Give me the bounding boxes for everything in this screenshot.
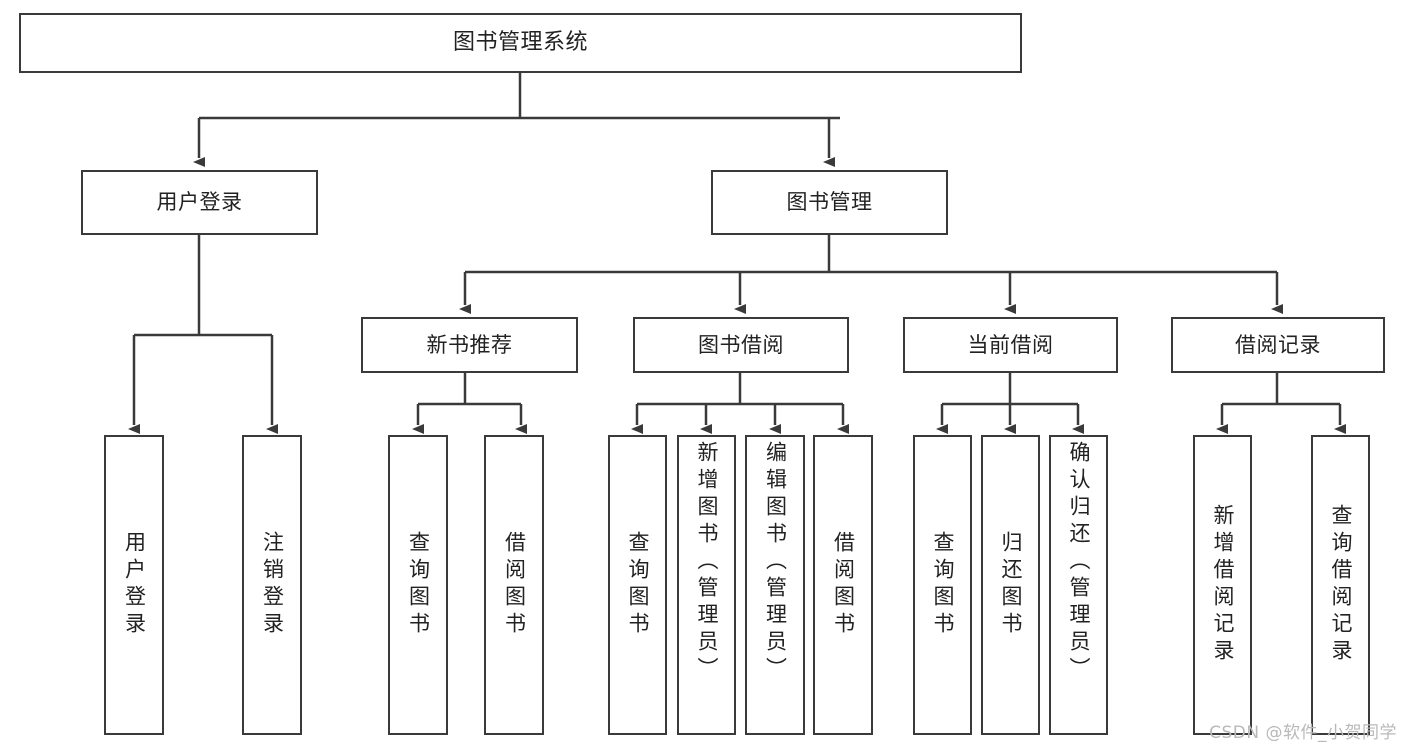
node-label: 当前借阅 [967, 332, 1054, 357]
node-label: 查询图书 [931, 531, 955, 639]
node-label: 用户登录 [122, 531, 147, 639]
leaf-user-login[interactable]: 用户登录 [104, 435, 164, 735]
node-label: 新增图书（管理员） [695, 441, 719, 684]
node-label: 归还图书 [999, 531, 1023, 639]
leaf-confirm-return-admin[interactable]: 确认归还（管理员） [1049, 435, 1108, 735]
node-label: 图书借阅 [698, 332, 784, 357]
leaf-add-book-admin[interactable]: 新增图书（管理员） [677, 435, 736, 735]
leaf-logout-login[interactable]: 注销登录 [242, 435, 302, 735]
node-label: 查询借阅记录 [1329, 504, 1353, 666]
node-label: 借阅记录 [1235, 332, 1321, 357]
node-label: 图书管理 [786, 190, 873, 215]
node-root-system[interactable]: 图书管理系统 [19, 13, 1022, 73]
node-current-borrow[interactable]: 当前借阅 [903, 317, 1118, 373]
leaf-query-book-recommend[interactable]: 查询图书 [388, 435, 448, 735]
leaf-query-book-current[interactable]: 查询图书 [913, 435, 972, 735]
node-label: 新增借阅记录 [1211, 504, 1235, 666]
node-book-manage[interactable]: 图书管理 [711, 170, 948, 235]
node-new-book-recommend[interactable]: 新书推荐 [361, 317, 578, 373]
leaf-return-book[interactable]: 归还图书 [981, 435, 1040, 735]
node-label: 查询图书 [406, 531, 431, 639]
node-label: 借阅图书 [502, 531, 527, 639]
node-label: 用户登录 [156, 190, 243, 215]
leaf-borrow-book-borrow[interactable]: 借阅图书 [813, 435, 873, 735]
node-user-login[interactable]: 用户登录 [81, 170, 318, 235]
node-label: 确认归还（管理员） [1067, 441, 1091, 684]
node-label: 新书推荐 [426, 332, 513, 357]
node-borrow-record[interactable]: 借阅记录 [1171, 317, 1385, 373]
node-book-borrow[interactable]: 图书借阅 [633, 317, 849, 373]
node-label: 编辑图书（管理员） [763, 441, 788, 684]
leaf-query-book-borrow[interactable]: 查询图书 [608, 435, 667, 735]
watermark-text: CSDN @软件_小贺同学 [1209, 723, 1397, 743]
node-label: 注销登录 [260, 531, 285, 639]
leaf-query-borrow-record[interactable]: 查询借阅记录 [1311, 435, 1370, 735]
leaf-add-borrow-record[interactable]: 新增借阅记录 [1193, 435, 1252, 735]
leaf-edit-book-admin[interactable]: 编辑图书（管理员） [745, 435, 805, 735]
node-label: 图书管理系统 [452, 30, 588, 56]
node-label: 查询图书 [626, 531, 650, 639]
node-label: 借阅图书 [831, 531, 856, 639]
leaf-borrow-book-recommend[interactable]: 借阅图书 [484, 435, 544, 735]
